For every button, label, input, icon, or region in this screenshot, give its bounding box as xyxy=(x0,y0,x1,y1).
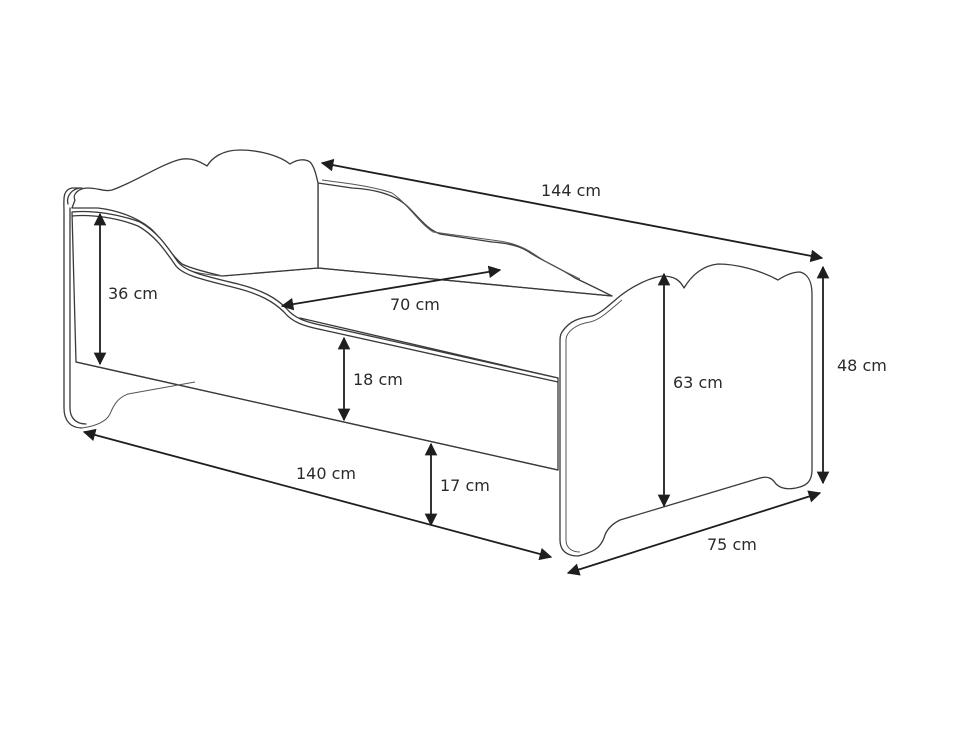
front-side-panel xyxy=(71,210,559,471)
left-leg-cutout xyxy=(81,381,196,429)
label-75cm: 75 cm xyxy=(707,535,757,554)
dim-70-line xyxy=(280,265,502,311)
label-17cm: 17 cm xyxy=(440,476,490,495)
dim-75-line xyxy=(566,490,822,576)
label-144cm: 144 cm xyxy=(541,181,602,200)
dim-144-line xyxy=(320,158,824,263)
dim-140-line xyxy=(82,428,553,561)
label-70cm: 70 cm xyxy=(390,295,440,314)
label-18cm: 18 cm xyxy=(353,370,403,389)
label-36cm: 36 cm xyxy=(108,284,158,303)
label-48cm: 48 cm xyxy=(837,356,887,375)
foot-panel xyxy=(559,263,813,557)
label-140cm: 140 cm xyxy=(296,464,357,483)
label-63cm: 63 cm xyxy=(673,373,723,392)
